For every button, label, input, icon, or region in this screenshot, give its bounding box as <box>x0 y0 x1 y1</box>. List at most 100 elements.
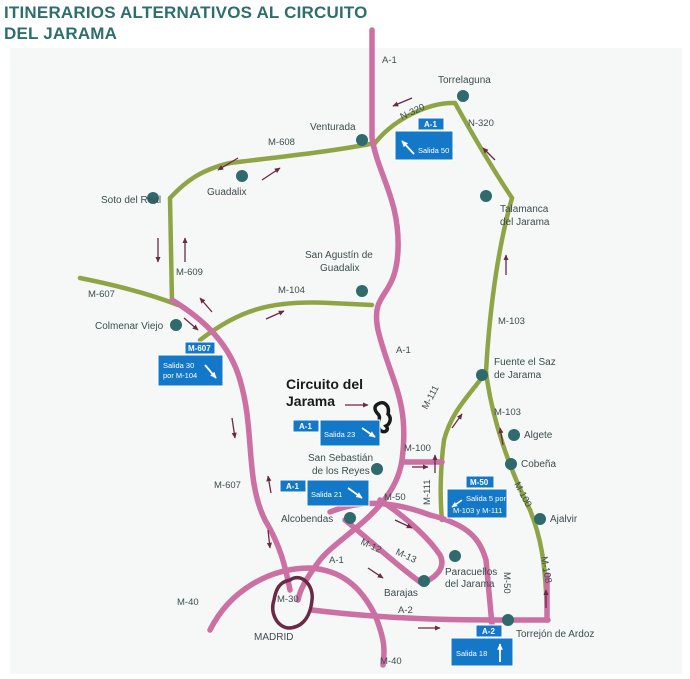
road-m103 <box>483 195 515 375</box>
road-label-m50-b: M-50 <box>501 572 512 594</box>
label-barajas: Barajas <box>384 588 418 599</box>
sign-road-label: A-1 <box>286 482 299 491</box>
label-san-sebastian-1: San Sebastián <box>308 453 373 464</box>
arrow-m103-south <box>498 427 504 446</box>
road-m607-north <box>77 275 181 308</box>
map-background <box>10 48 682 674</box>
road-label-m100-a: M-100 <box>404 443 431 454</box>
town-dot-fuente-el-saz[interactable] <box>476 369 488 381</box>
map-title: ITINERARIOS ALTERNATIVOS AL CIRCUITO DEL… <box>4 2 368 44</box>
label-torrelaguna: Torrelaguna <box>438 75 491 86</box>
road-label-m108: M-108 <box>538 556 554 584</box>
map-title-line-2: DEL JARAMA <box>4 24 118 43</box>
town-dot-ajalvir[interactable] <box>534 513 546 525</box>
exit-sign-m607-salida-30[interactable]: M-607 Salida 30 por M-104 <box>157 341 224 387</box>
road-label-m30: M-30 <box>277 594 299 605</box>
arrow-m607-a <box>199 297 213 313</box>
road-m103-south <box>483 369 550 623</box>
arrow-m111 <box>451 413 463 429</box>
road-label-n320-b: N-320 <box>468 118 494 129</box>
town-dot-san-agustin[interactable] <box>356 285 368 297</box>
town-dot-barajas[interactable] <box>418 575 430 587</box>
sign-road-label: M-607 <box>188 344 211 353</box>
label-paracuellos-2: del Jarama <box>445 579 495 590</box>
label-talamanca-2: del Jarama <box>500 217 550 228</box>
road-label-m103-b: M-103 <box>494 407 521 418</box>
road-label-m111-b: M-111 <box>422 479 433 505</box>
road-label-m609: M-609 <box>176 267 203 278</box>
circuit-icon <box>373 401 392 434</box>
road-a2 <box>309 607 551 623</box>
sign-exit-label: Salida 50 <box>418 146 449 155</box>
road-m111 <box>438 369 489 523</box>
town-dot-cobena[interactable] <box>505 458 517 470</box>
road-m607 <box>169 297 293 593</box>
label-ajalvir: Ajalvir <box>550 514 578 525</box>
label-fuente-el-saz-1: Fuente el Saz <box>494 357 556 368</box>
label-san-sebastian-2: de los Reyes <box>312 466 370 477</box>
label-fuente-el-saz-2: de Jarama <box>494 370 542 381</box>
sign-arrow-icon <box>361 427 376 438</box>
label-san-agustin-1: San Agustín de <box>305 250 373 261</box>
sign-exit-label: Salida 23 <box>324 430 355 439</box>
arrow-n320-east <box>482 147 496 161</box>
road-m40-west <box>207 565 387 668</box>
circuit-label-line-2: Jarama <box>286 393 335 409</box>
town-dot-colmenar-viejo[interactable] <box>170 319 182 331</box>
town-dot-san-sebastian[interactable] <box>371 463 383 475</box>
road-label-m40-left: M-40 <box>177 597 199 608</box>
sign-exit-label-2: M-103 y M-111 <box>453 506 502 515</box>
label-cobena: Cobeña <box>521 459 556 470</box>
exit-sign-a2-salida-18[interactable]: A-2 Salida 18 <box>450 624 514 667</box>
arrow-m104 <box>265 310 285 320</box>
road-m12 <box>342 517 423 585</box>
town-dot-torrejon[interactable] <box>502 614 514 626</box>
circuit-label-line-1: Circuito del <box>286 376 363 392</box>
sign-arrow-icon <box>401 140 415 155</box>
town-dot-talamanca[interactable] <box>480 190 492 202</box>
label-paracuellos-1: Paracuellos <box>445 567 497 578</box>
exit-sign-a1-salida-23[interactable]: A-1 Salida 23 <box>292 419 381 447</box>
label-alcobendas: Alcobendas <box>281 514 333 525</box>
town-dot-guadalix[interactable] <box>236 170 248 182</box>
arrow-m607-down-a <box>231 417 237 439</box>
sign-arrow-icon <box>347 487 363 499</box>
sign-exit-label-1: Salida 30 <box>163 361 194 370</box>
road-label-m607-left: M-607 <box>88 289 115 300</box>
road-label-m607-lower: M-607 <box>214 480 241 491</box>
road-label-m50-a: M-50 <box>384 492 406 503</box>
map-title-line-1: ITINERARIOS ALTERNATIVOS AL CIRCUITO <box>4 3 368 22</box>
arrow-m608-a <box>217 157 239 171</box>
sign-arrow-icon <box>204 364 217 379</box>
exit-sign-a1-salida-50[interactable]: A-1 Salida 50 <box>394 117 454 161</box>
label-torrejon: Torrejón de Ardoz <box>516 629 594 640</box>
road-label-a2: A-2 <box>398 605 413 616</box>
road-label-a1-top: A-1 <box>382 55 397 66</box>
exit-sign-a1-salida-21[interactable]: A-1 Salida 21 <box>279 479 370 507</box>
town-dot-torrelaguna[interactable] <box>457 90 469 102</box>
sign-road-label: M-50 <box>470 478 489 487</box>
label-algete: Algete <box>524 430 553 441</box>
arrow-m13 <box>394 519 413 529</box>
sign-road-label: A-1 <box>424 120 437 129</box>
road-m104 <box>197 300 375 343</box>
arrow-m607-b <box>183 317 199 331</box>
town-dot-venturada[interactable] <box>356 134 368 146</box>
exit-sign-m50-salida-5[interactable]: M-50 Salida 5 por M-103 y M-111 <box>446 475 508 519</box>
town-dot-alcobendas[interactable] <box>344 512 356 524</box>
town-dot-algete[interactable] <box>508 429 520 441</box>
road-m608 <box>167 140 378 201</box>
label-guadalix: Guadalix <box>207 187 246 198</box>
sign-exit-label: Salida 21 <box>311 490 342 499</box>
sign-exit-label-1: Salida 5 por <box>466 494 507 503</box>
town-dot-paracuellos[interactable] <box>449 550 461 562</box>
road-m13 <box>377 497 445 585</box>
road-label-m40-bottom: M-40 <box>380 656 402 667</box>
road-m609 <box>167 195 175 305</box>
arrow-m608-b <box>261 167 281 181</box>
label-colmenar-viejo: Colmenar Viejo <box>95 321 164 332</box>
sign-road-label: A-2 <box>482 627 495 636</box>
sign-exit-label: Salida 18 <box>456 649 487 658</box>
town-dot-soto-del-real[interactable] <box>147 192 159 204</box>
